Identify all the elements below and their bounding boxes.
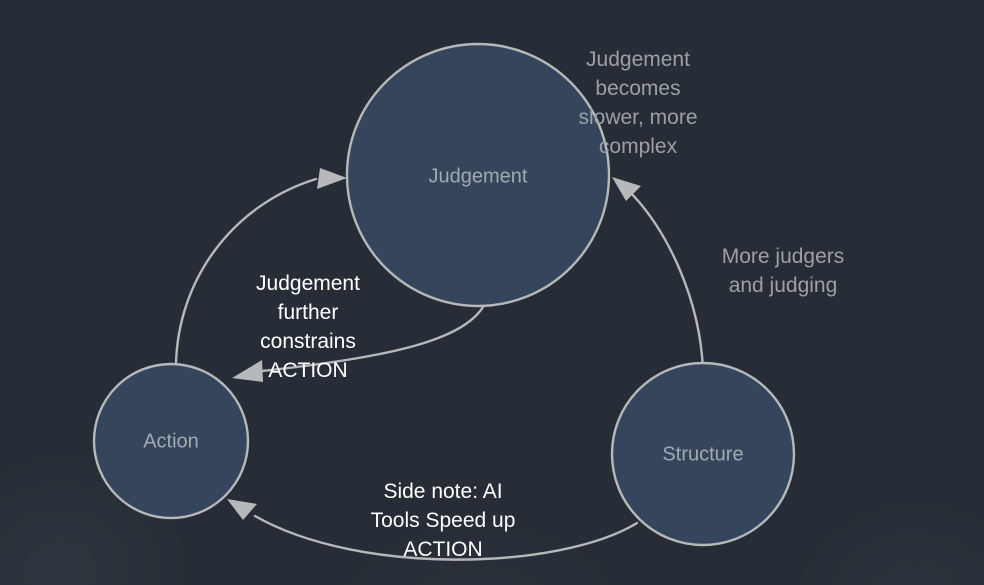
annotation-judgement-growth-line-2: becomes — [595, 77, 680, 100]
node-structure[interactable]: Structure — [610, 361, 796, 547]
node-judgement-circle — [345, 42, 611, 308]
edge-label-judgement-constrains-action-line-1: Judgement — [256, 272, 360, 295]
edge-label-ai-tools-side-note-line-3: ACTION — [403, 538, 482, 561]
edge-action-to-judgement[interactable] — [174, 168, 347, 366]
edge-label-judgement-constrains-action-line-2: further — [278, 301, 339, 324]
edge-label-ai-tools-side-note: Side note: AI Tools Speed up ACTION — [371, 480, 516, 561]
node-structure-label: Structure — [662, 443, 743, 465]
edge-label-more-judgers-line-1: More judgers — [722, 245, 845, 268]
edge-structure-to-judgement[interactable] — [612, 177, 705, 372]
edge-label-judgement-constrains-action: Judgement further constrains ACTION — [256, 272, 360, 382]
edge-label-judgement-constrains-action-line-4: ACTION — [268, 359, 347, 382]
edge-label-judgement-constrains-action-line-3: constrains — [260, 330, 356, 353]
edge-action-to-judgement-path — [174, 177, 318, 366]
node-judgement-label: Judgement — [429, 165, 528, 187]
annotation-judgement-growth: Judgement becomes slower, more complex — [578, 48, 697, 158]
node-structure-circle — [610, 361, 796, 547]
node-judgement[interactable]: Judgement — [345, 42, 611, 308]
node-action[interactable]: Action — [92, 362, 250, 520]
edge-action-to-judgement-arrowhead — [317, 168, 347, 189]
edge-judgement-to-action-arrowhead — [232, 360, 263, 382]
node-action-label: Action — [143, 430, 199, 452]
edge-judgement-to-action-path — [260, 305, 485, 373]
edge-structure-to-action-path — [253, 514, 639, 561]
node-action-circle — [92, 362, 250, 520]
edge-label-ai-tools-side-note-line-1: Side note: AI — [383, 480, 502, 503]
edge-label-more-judgers-line-2: and judging — [729, 274, 838, 297]
edge-structure-to-action[interactable] — [227, 499, 639, 561]
annotation-judgement-growth-line-4: complex — [599, 135, 678, 158]
edge-structure-to-action-arrowhead — [227, 499, 257, 520]
edge-judgement-to-action[interactable] — [232, 305, 485, 382]
edge-label-ai-tools-side-note-line-2: Tools Speed up — [371, 509, 516, 532]
annotation-judgement-growth-line-3: slower, more — [578, 106, 697, 129]
annotation-judgement-growth-line-1: Judgement — [586, 48, 690, 71]
edge-label-more-judgers: More judgers and judging — [722, 245, 845, 297]
edge-structure-to-judgement-path — [626, 188, 705, 372]
edge-structure-to-judgement-arrowhead — [612, 177, 641, 201]
